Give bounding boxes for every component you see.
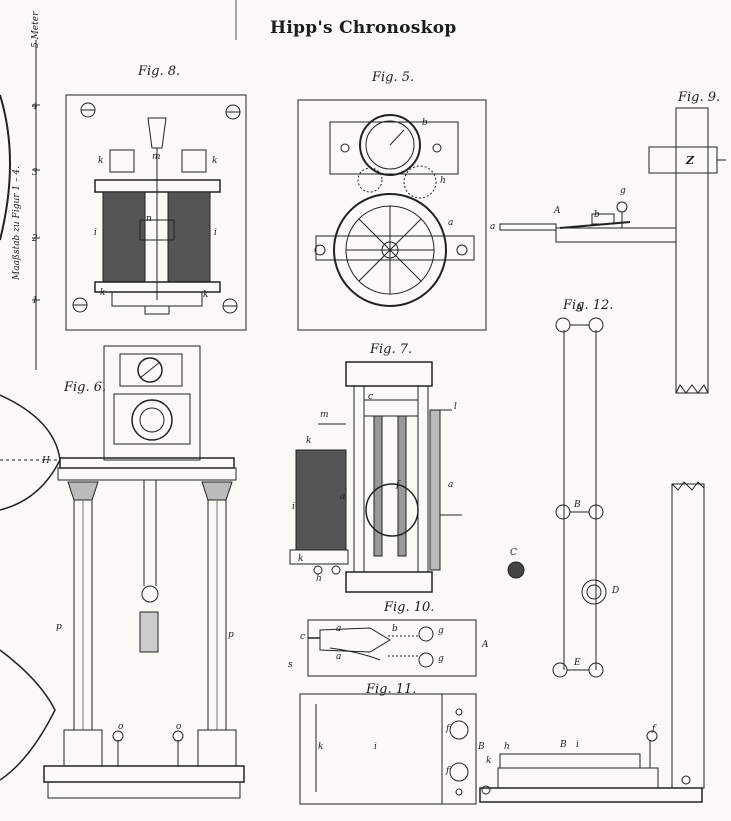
- partial-fig-lower: [0, 649, 56, 781]
- letter: i: [576, 740, 579, 750]
- fig10-label: Fig. 10.: [384, 600, 435, 615]
- letter: k: [203, 290, 209, 300]
- fig10-drawing: [307, 619, 477, 677]
- letter: A: [482, 640, 489, 650]
- letter: n: [146, 214, 152, 224]
- letter: B: [478, 742, 485, 752]
- letter: B: [574, 500, 581, 510]
- letter: k: [306, 436, 312, 446]
- letter: o: [176, 722, 182, 732]
- letter: H: [42, 456, 50, 466]
- scale-tick: 1: [32, 296, 38, 306]
- letter: o: [118, 722, 124, 732]
- fig6-drawing: [43, 345, 245, 799]
- letter: i: [214, 228, 217, 238]
- letter: k: [318, 742, 324, 752]
- letter: h: [504, 742, 510, 752]
- fig12-label: Fig. 12.: [563, 298, 614, 313]
- partial-fig-upper: [0, 394, 61, 511]
- letter: c: [300, 632, 306, 642]
- letter: a: [490, 222, 496, 232]
- letter: a: [336, 624, 342, 634]
- letter: h: [440, 176, 446, 186]
- letter: f: [446, 766, 450, 776]
- letter: p: [228, 630, 234, 640]
- letter: k: [100, 288, 106, 298]
- fig8-label: Fig. 8.: [138, 64, 181, 79]
- letter: a: [336, 652, 342, 662]
- partial-wheel-rim: [0, 94, 11, 241]
- fig5-label: Fig. 5.: [372, 70, 415, 85]
- letter: a: [448, 480, 454, 490]
- letter: A: [554, 206, 561, 216]
- fig11-label: Fig. 11.: [366, 682, 417, 697]
- letter: k: [212, 156, 218, 166]
- letter: m: [152, 152, 161, 162]
- fig7-drawing: [289, 361, 462, 593]
- letter: g: [438, 654, 444, 664]
- letter: i: [292, 502, 295, 512]
- fig12-drawing: [507, 317, 607, 678]
- scale-tick: 4: [32, 102, 38, 112]
- letter: m: [320, 410, 329, 420]
- letter: c: [368, 392, 374, 402]
- fig9-drawing: [499, 107, 726, 394]
- letter: g: [620, 186, 626, 196]
- letter: b: [422, 118, 428, 128]
- letter: a: [340, 492, 346, 502]
- letter: g: [438, 626, 444, 636]
- letter: a: [448, 218, 454, 228]
- letter: A: [576, 304, 583, 314]
- scale-tick: 3: [32, 168, 38, 178]
- plate-title: Hipp's Chronoskop: [270, 18, 457, 38]
- fig8-drawing: [65, 94, 247, 331]
- letter: b: [392, 624, 398, 634]
- letter: Z: [686, 154, 695, 167]
- letter: k: [486, 756, 492, 766]
- letter: D: [612, 586, 620, 596]
- letter: b: [594, 210, 600, 220]
- fig11-drawing: [299, 693, 477, 805]
- letter: f: [446, 724, 450, 734]
- fig9-label: Fig. 9.: [678, 90, 721, 105]
- letter: k: [98, 156, 104, 166]
- letter: p: [56, 622, 62, 632]
- fig7-label: Fig. 7.: [370, 342, 413, 357]
- fig5-drawing: [297, 99, 487, 331]
- letter: E: [574, 658, 581, 668]
- scale-tick: 2: [32, 234, 38, 244]
- letter: l: [454, 402, 457, 412]
- letter: C: [510, 548, 517, 558]
- letter: f: [652, 724, 656, 734]
- letter: i: [374, 742, 377, 752]
- letter: f: [396, 480, 400, 490]
- letter: i: [94, 228, 97, 238]
- fig6-label: Fig. 6.: [64, 380, 107, 395]
- letter: B: [560, 740, 567, 750]
- letter: k: [298, 554, 304, 564]
- fig11-side-drawing: [479, 481, 705, 803]
- letter: s: [288, 660, 293, 670]
- letter: h: [316, 574, 322, 584]
